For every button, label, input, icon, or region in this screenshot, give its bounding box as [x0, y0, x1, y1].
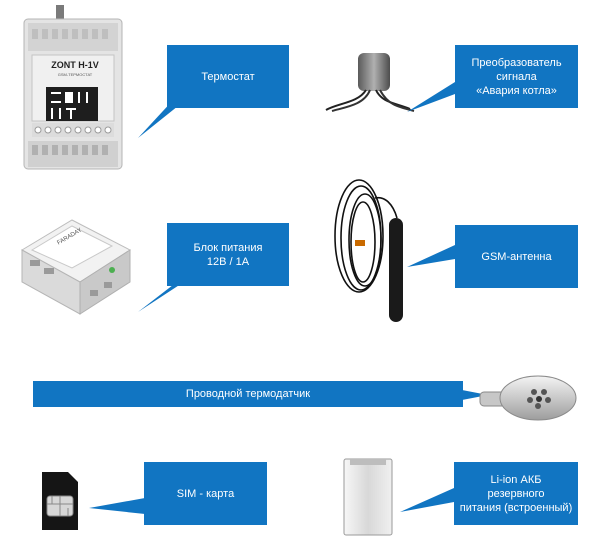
- gsm-callout: GSM-антенна: [455, 225, 578, 288]
- sim-callout-pointer: [89, 498, 145, 514]
- battery-callout-pointer: [400, 488, 454, 512]
- power-label: Блок питания 12В / 1А: [193, 241, 263, 268]
- sim-label: SIM - карта: [176, 487, 235, 500]
- thermostat-callout-pointer: [138, 98, 188, 138]
- thermostat-callout: Термостат: [167, 45, 289, 108]
- device-subtitle-label: GSM-ТЕРМОСТАТ: [57, 72, 93, 77]
- sensor-callout-pointer: [462, 390, 488, 400]
- battery-label: Li-ion АКБ резервного питания (встроенны…: [459, 473, 573, 514]
- converter-callout: Преобразователь сигнала «Авария котла»: [455, 45, 578, 108]
- converter-device-icon: [325, 53, 415, 112]
- converter-callout-pointer: [407, 82, 455, 112]
- battery-icon: [343, 458, 393, 536]
- power-callout-pointer: [138, 278, 190, 312]
- gsm-antenna-icon: [334, 179, 403, 322]
- thermostat-device-icon: [23, 5, 123, 170]
- battery-callout: Li-ion АКБ резервного питания (встроенны…: [454, 462, 578, 525]
- gsm-label: GSM-антенна: [481, 250, 552, 263]
- sim-callout: SIM - карта: [144, 462, 267, 525]
- power-callout: Блок питания 12В / 1А: [167, 223, 289, 286]
- temperature-sensor-icon: [479, 375, 577, 421]
- thermostat-label: Термостат: [201, 70, 255, 83]
- converter-label: Преобразователь сигнала «Авария котла»: [471, 56, 562, 97]
- device-model-label: ZONT H-1V: [51, 60, 99, 70]
- power-supply-icon: [20, 219, 131, 315]
- sim-card-icon: [42, 472, 78, 530]
- sensor-label: Проводной термодатчик: [185, 388, 311, 400]
- sensor-callout: Проводной термодатчик: [33, 381, 463, 407]
- gsm-callout-pointer: [407, 245, 455, 267]
